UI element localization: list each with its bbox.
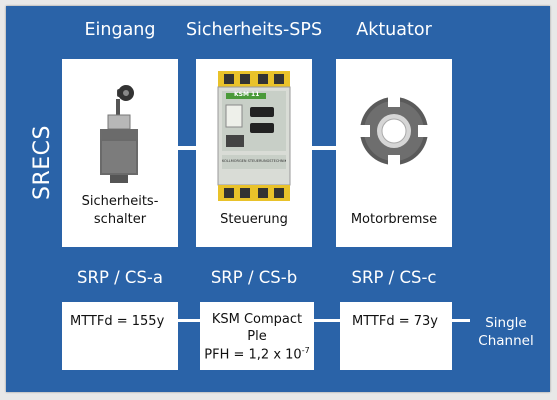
ple: Ple [247, 329, 267, 344]
connector-1 [178, 146, 196, 150]
mttfd-c: MTTFd = 73y [352, 314, 438, 329]
plc-model-label: KSM 11 [234, 91, 260, 98]
subsystem-b-label: SRP / CS-b [210, 268, 298, 287]
value-connector-3 [452, 319, 470, 322]
single-channel-label: Single Channel [470, 314, 542, 350]
value-connector-1 [178, 319, 200, 322]
pfh-prefix: PFH = 1,2 x 10 [204, 347, 302, 363]
mttfd-a: MTTFd = 155y [70, 314, 165, 329]
channel-label: Channel [478, 333, 534, 349]
card-sicherheitsschalter: Sicherheits- schalter [62, 59, 178, 247]
header-aktuator: Aktuator [356, 20, 432, 40]
safety-plc-icon [217, 71, 291, 201]
card-label-sicherheits: Sicherheits- [81, 194, 159, 209]
motor-brake-icon [360, 97, 428, 165]
ksm-compact: KSM Compact [211, 312, 303, 327]
header-eingang: Eingang [84, 20, 156, 40]
value-box-c: MTTFd = 73y [340, 302, 452, 370]
value-box-b: KSM Compact Ple PFH = 1,2 x 10-7 [200, 302, 314, 370]
connector-2 [312, 146, 336, 150]
pfh-exponent: -7 [301, 346, 310, 355]
card-label-schalter: schalter [93, 212, 147, 227]
pfh-value: PFH = 1,2 x 10-7 [200, 346, 314, 362]
single-label: Single [485, 315, 527, 331]
plc-brand-label: KOLLMORGEN STEUERUNGSTECHNIK [222, 159, 286, 163]
limit-switch-icon [100, 85, 138, 183]
subsystem-a-label: SRP / CS-a [77, 268, 163, 287]
card-motorbremse: Motorbremse [336, 59, 452, 247]
card-label-steuerung: Steuerung [220, 212, 288, 227]
srecs-label: SRECS [30, 125, 55, 200]
card-label-motorbremse: Motorbremse [350, 212, 438, 227]
card-steuerung: KSM 11 KOLLMORGEN STEUERUNGSTECHNIK Steu… [196, 59, 312, 247]
subsystem-c-label: SRP / CS-c [351, 268, 437, 287]
value-connector-2 [314, 319, 340, 322]
header-sicherheits-sps: Sicherheits-SPS [185, 20, 323, 40]
value-box-a: MTTFd = 155y [62, 302, 178, 370]
